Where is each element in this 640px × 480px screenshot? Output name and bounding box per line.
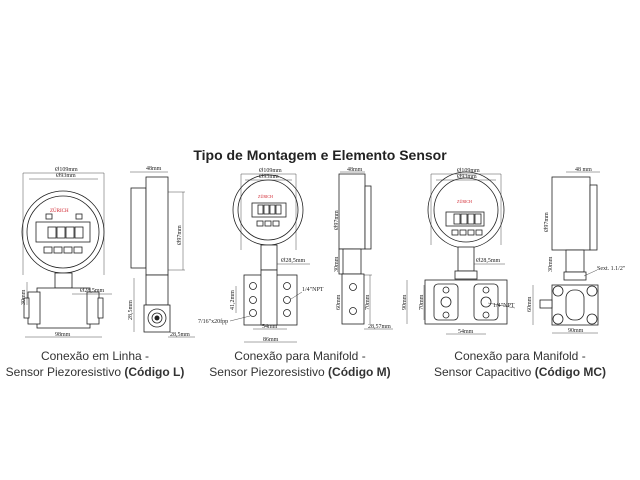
dimension-label: 90mm: [568, 328, 584, 334]
view-inline-front: Ø109mm Ø93mm ZÜRICH Ø28,5mm 30mm 98mm: [21, 167, 112, 338]
dimension-label: Ø109mm: [457, 168, 480, 174]
dimension-label: Ø93mm: [259, 174, 279, 180]
dimension-label: 28,5mm: [170, 332, 190, 338]
dimension-label: 30mm: [334, 256, 340, 272]
dimension-label: 70mm: [365, 294, 371, 310]
caption-line2: Sensor Piezoresistivo: [209, 365, 325, 379]
dimension-label: Ø28,5mm: [80, 288, 105, 294]
dimension-label: 86mm: [263, 337, 279, 343]
code-label: (Código MC): [534, 365, 607, 379]
dimension-label: Ø28,5mm: [281, 258, 306, 264]
dimension-label: 90mm: [402, 294, 408, 310]
code-label: (Código L): [124, 365, 185, 379]
view-manifold-side: 48mm Ø97mm 30mm 60mm 70mm 28,57mm: [334, 167, 393, 330]
dimension-label: Ø109mm: [55, 167, 78, 173]
dimension-label: 48mm: [347, 167, 363, 173]
caption-line1: Conexão em Linha -: [40, 349, 150, 363]
caption-codigo-m: Conexão para Manifold - Sensor Piezoresi…: [200, 348, 400, 380]
dimension-label: Ø97mm: [544, 212, 550, 232]
dimension-label: ZÜRICH: [258, 194, 273, 199]
dimension-label: Ø93mm: [56, 173, 76, 179]
dimension-label: 7/16"x20fpp: [198, 318, 228, 325]
dimension-label: 54mm: [262, 324, 278, 330]
brand-logo: ZÜRICH: [50, 208, 69, 214]
dimension-label: 30mm: [548, 256, 554, 272]
dimension-label: 54mm: [458, 329, 474, 335]
caption-line1: Conexão para Manifold -: [454, 349, 586, 363]
caption-line1: Conexão para Manifold -: [234, 349, 366, 363]
dimension-label: Ø97mm: [177, 225, 183, 245]
dimension-label: 1/4"NPT: [302, 287, 324, 293]
dimension-label: Ø93mm: [457, 174, 477, 180]
dimension-label: Sext. 1.1/2": [597, 266, 626, 272]
dimension-label: 60mm: [336, 294, 342, 310]
page-title: Tipo de Montagem e Elemento Sensor: [193, 147, 447, 163]
dimension-label: 60mm: [527, 296, 533, 312]
dimension-label: 98mm: [55, 332, 71, 338]
dimension-label: Ø109mm: [259, 168, 282, 174]
caption-codigo-l: Conexão em Linha - Sensor Piezoresistivo…: [0, 348, 190, 380]
dimension-label: 70mm: [419, 294, 425, 310]
view-inline-side: 48mm Ø97mm 28,5mm 28,5mm: [128, 166, 195, 338]
caption-line2: Sensor Capacitivo: [433, 365, 532, 379]
dimension-label: 30mm: [21, 289, 27, 305]
caption-codigo-mc: Conexão para Manifold - Sensor Capacitiv…: [415, 348, 625, 380]
code-label: (Código M): [328, 365, 391, 379]
dimension-label: Ø97mm: [334, 210, 340, 230]
dimension-label: 48mm: [146, 166, 162, 172]
dimension-label: 1/4"NPT: [493, 303, 515, 309]
caption-line2: Sensor Piezoresistivo: [5, 365, 122, 379]
view-capacitive-side: 48 mm Ø97mm 30mm Sext. 1.1/2" 60mm 90mm: [527, 167, 626, 334]
dimension-label: 41,2mm: [230, 290, 236, 310]
dimension-label: ZÜRICH: [457, 199, 472, 204]
dimension-label: 48 mm: [575, 167, 592, 173]
dimension-label: 28,57mm: [368, 324, 391, 330]
dimension-label: Ø28,5mm: [476, 258, 501, 264]
dimension-label: 28,5mm: [128, 300, 134, 320]
